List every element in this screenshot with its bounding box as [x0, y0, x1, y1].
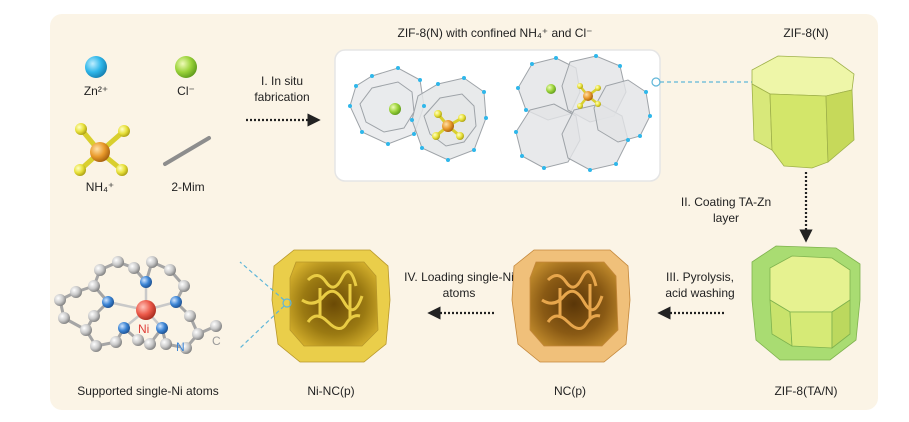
zif8tan-label: ZIF-8(TA/N) [774, 384, 838, 398]
ni-n4-structure [54, 256, 222, 354]
zoom-link-lower [239, 305, 285, 349]
confined-title: ZIF-8(N) with confined NH₄⁺ and Cl⁻ [397, 26, 593, 40]
step1-label-line1: I. In situ [260, 74, 304, 88]
cl-ion-icon [175, 56, 197, 78]
confined-cl-ion [389, 103, 401, 115]
n-atom-label: N [176, 340, 185, 354]
nh4-molecule-icon [74, 123, 130, 176]
zoom-marker-ninc [282, 298, 292, 308]
ni-atom-label: Ni [138, 322, 150, 336]
zn-ion-icon [85, 56, 107, 78]
nh4-label: NH₄⁺ [85, 180, 115, 194]
confined-nh4-left [432, 110, 466, 140]
zoom-link-upper [239, 261, 285, 301]
step4-label-line1: IV. Loading single-Ni [404, 270, 514, 284]
ninc-pore-network [301, 270, 364, 330]
confined-cl-ion-2 [546, 84, 556, 94]
step3-label-line1: III. Pyrolysis, [665, 270, 734, 284]
step1-label-line2: fabrication [254, 90, 310, 104]
2-mim-linker-icon [163, 136, 211, 166]
step4-label-line2: atoms [442, 286, 476, 300]
step3-label-line2: acid washing [665, 286, 735, 300]
cl-label: Cl⁻ [177, 84, 195, 98]
confined-nh4-right [577, 83, 601, 109]
ncp-pore-network [541, 270, 604, 330]
step2-label-line1: II. Coating TA-Zn [680, 195, 772, 209]
ncp-label: NC(p) [554, 384, 586, 398]
single-ni-label: Supported single-Ni atoms [77, 384, 219, 398]
c-atom-label: C [212, 334, 221, 348]
zif8tan-crystal [751, 245, 861, 361]
zn-nodes-left [348, 66, 488, 162]
zn-nodes-cluster [514, 54, 652, 172]
ninc-label: Ni-NC(p) [307, 384, 355, 398]
mim-label: 2-Mim [171, 180, 205, 194]
sodalite-cage-left [349, 67, 425, 145]
ncp-crystal [511, 249, 631, 363]
step2-label-line2: layer [712, 211, 739, 225]
zif8n-crystal [751, 55, 855, 169]
zn-label: Zn²⁺ [83, 84, 109, 98]
zif8n-label: ZIF-8(N) [783, 26, 829, 40]
